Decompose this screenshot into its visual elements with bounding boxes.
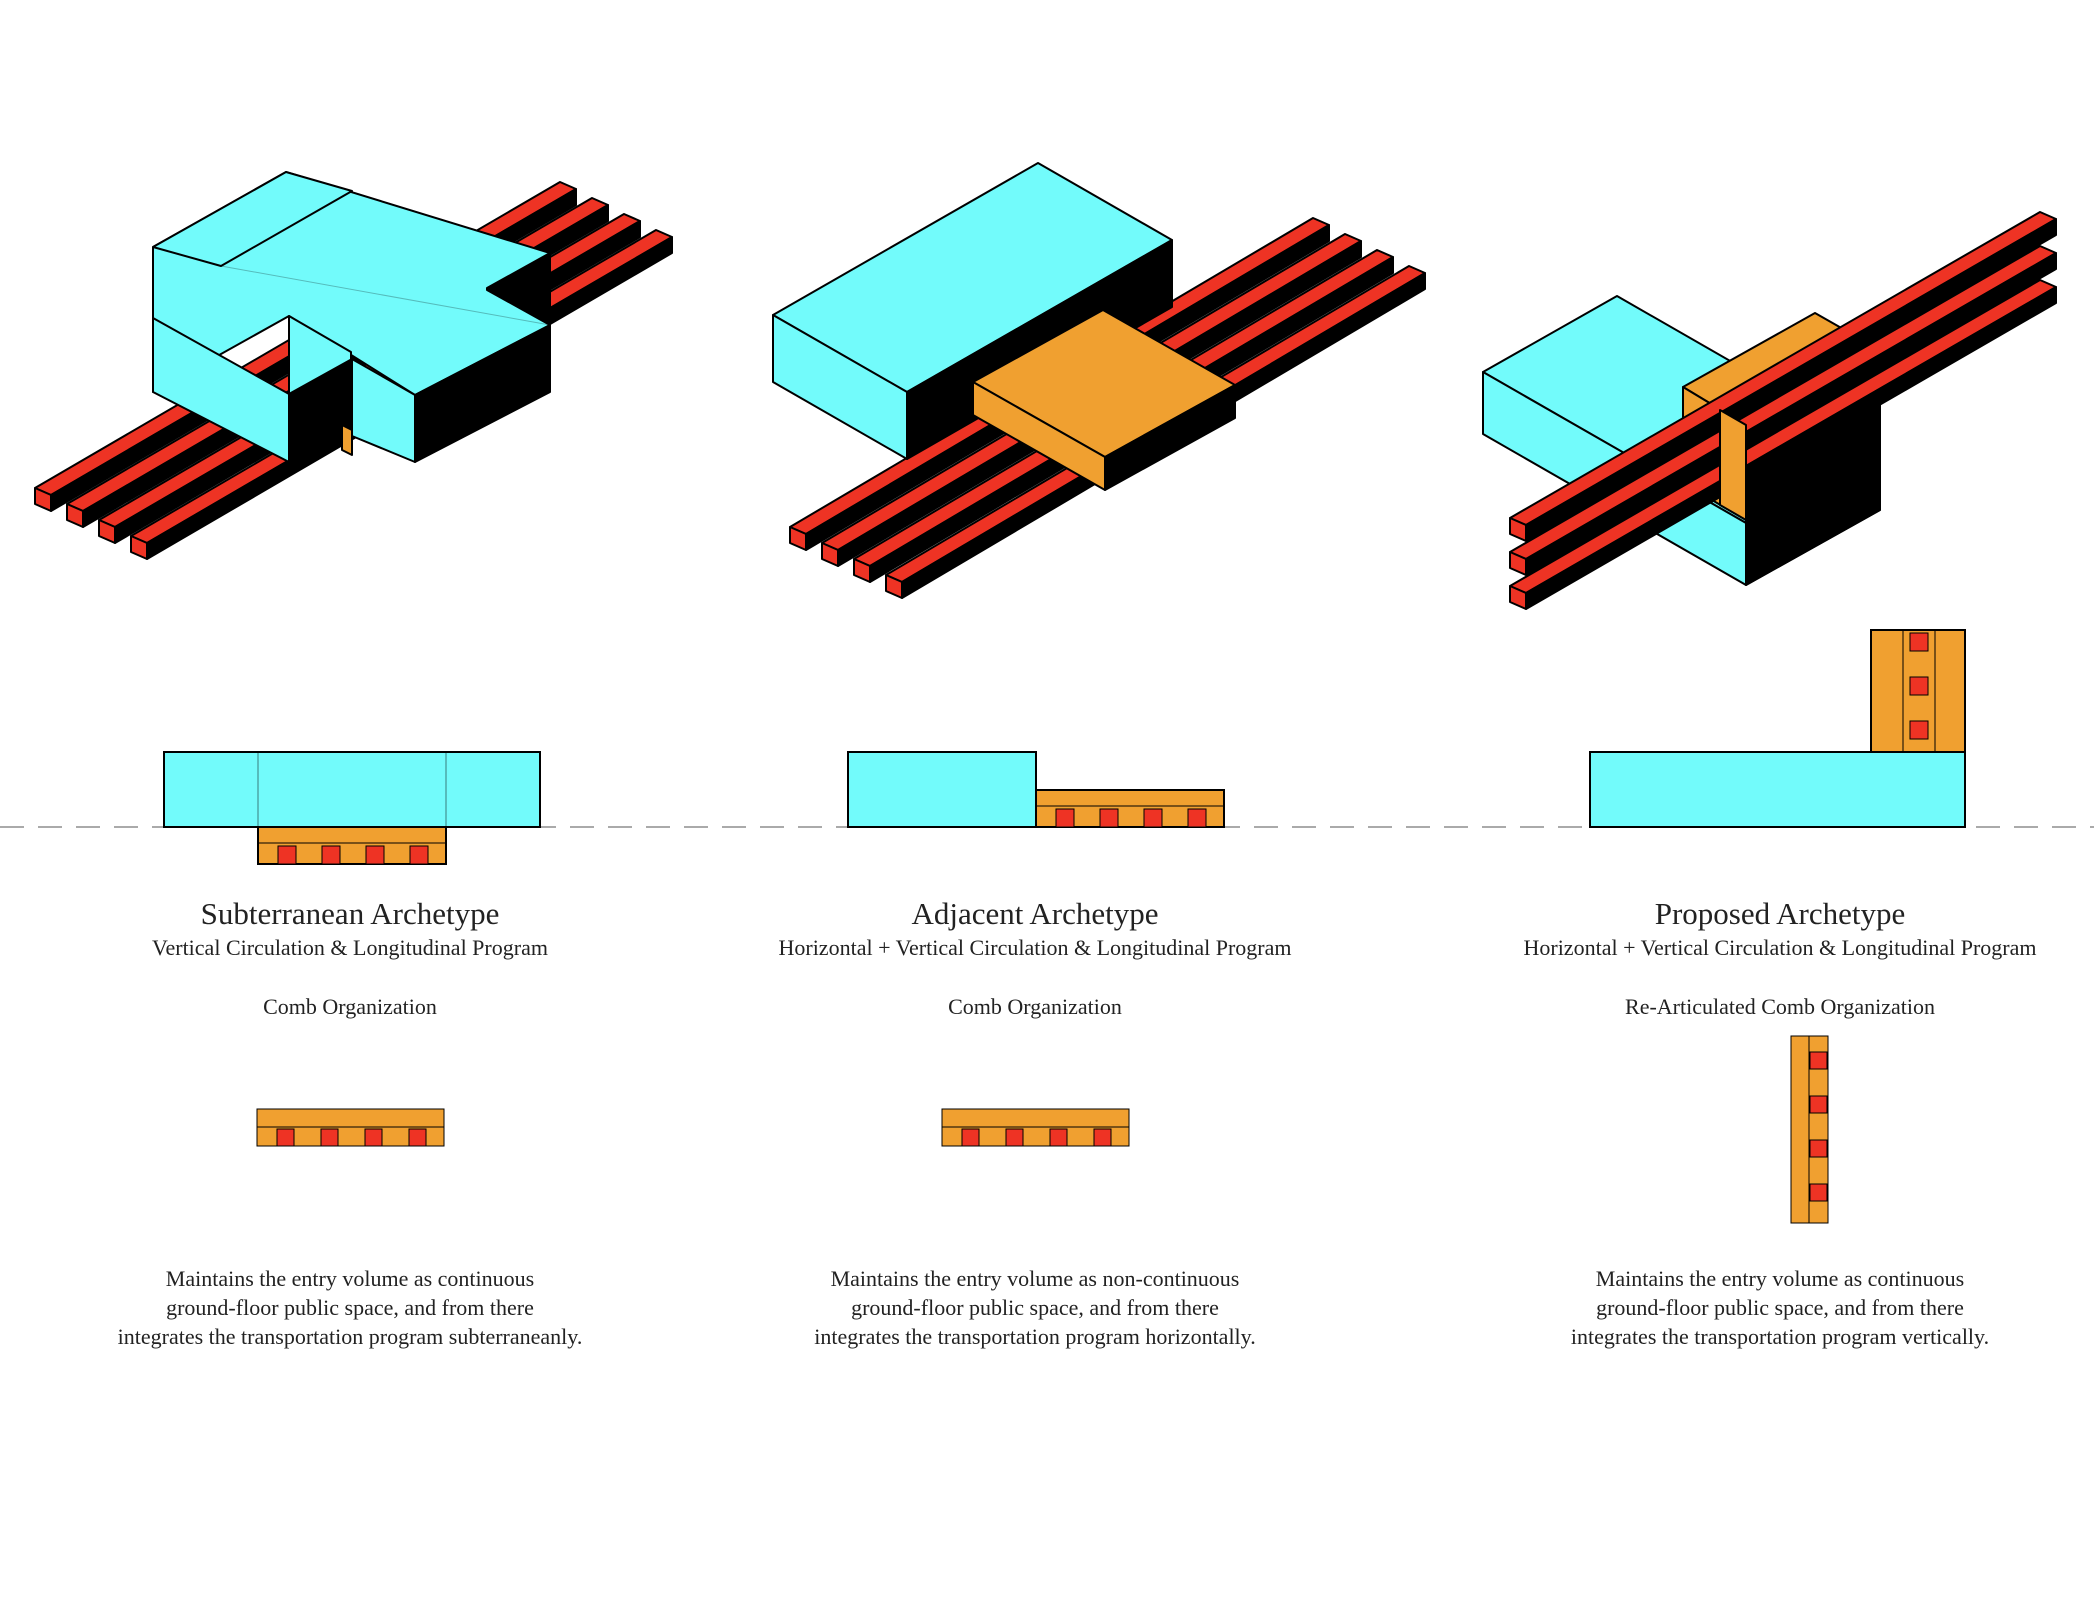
description-line: Maintains the entry volume as continuous <box>165 1266 535 1291</box>
description-line: integrates the transportation program ve… <box>1570 1324 1990 1349</box>
description-line: Maintains the entry volume as continuous <box>1595 1266 1965 1291</box>
archetype-subtitle: Horizontal + Vertical Circulation & Long… <box>1523 935 2037 960</box>
section-subterranean <box>163 751 541 865</box>
axon-subterranean <box>34 171 673 560</box>
section-adjacent <box>847 751 1225 828</box>
section-proposed <box>1589 629 1966 828</box>
description-line: integrates the transportation program su… <box>117 1324 583 1349</box>
archetype-subtitle: Vertical Circulation & Longitudinal Prog… <box>152 935 548 960</box>
description-adjacent: Maintains the entry volume as non-contin… <box>720 1264 1350 1351</box>
comb-diagram-proposed <box>1790 1035 1829 1224</box>
archetype-subtitle: Horizontal + Vertical Circulation & Long… <box>778 935 1292 960</box>
description-line: ground-floor public space, and from ther… <box>1596 1295 1964 1320</box>
comb-section <box>1035 789 1225 828</box>
description-line: ground-floor public space, and from ther… <box>851 1295 1219 1320</box>
transport-tower-front <box>1719 409 1747 521</box>
description-line: integrates the transportation program ho… <box>814 1324 1256 1349</box>
description-proposed: Maintains the entry volume as continuous… <box>1500 1264 2060 1351</box>
comb-diagram-adjacent <box>941 1108 1130 1147</box>
comb-diagram-subterranean <box>256 1108 445 1147</box>
rail-bundle <box>1509 211 2057 610</box>
archetype-label-subterranean: Subterranean Archetype Vertical Circulat… <box>60 895 640 963</box>
axon-proposed <box>1482 211 2057 610</box>
comb-section <box>257 826 447 865</box>
archetype-title: Subterranean Archetype <box>200 896 500 931</box>
archetype-title: Proposed Archetype <box>1654 896 1906 931</box>
archetype-label-proposed: Proposed Archetype Horizontal + Vertical… <box>1480 895 2080 963</box>
archetype-title: Adjacent Archetype <box>911 896 1159 931</box>
organization-label: Comb Organization <box>948 994 1122 1019</box>
description-line: ground-floor public space, and from ther… <box>166 1295 534 1320</box>
organization-label: Comb Organization <box>263 994 437 1019</box>
entry-volume <box>152 171 551 463</box>
axon-adjacent <box>772 162 1426 599</box>
description-line: Maintains the entry volume as non-contin… <box>830 1266 1240 1291</box>
organization-label: Re-Articulated Comb Organization <box>1625 994 1935 1019</box>
archetype-label-adjacent: Adjacent Archetype Horizontal + Vertical… <box>710 895 1360 963</box>
description-subterranean: Maintains the entry volume as continuous… <box>40 1264 660 1351</box>
transport-platform <box>972 309 1236 491</box>
comb-section <box>1870 629 1966 753</box>
